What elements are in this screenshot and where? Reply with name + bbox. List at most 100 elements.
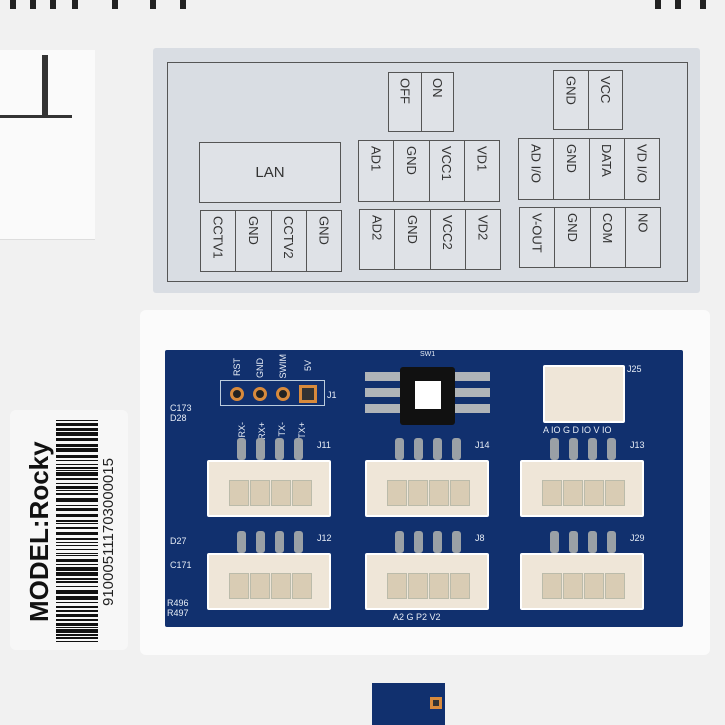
barcode-bar [56, 467, 98, 469]
ref-label: C173 [170, 403, 192, 413]
pin-label: RX- [237, 422, 247, 438]
barcode-bar [56, 486, 98, 489]
model-text: MODEL:Rocky [24, 441, 54, 623]
barcode-bar [56, 478, 98, 480]
pin-label: 5V [303, 360, 313, 372]
barcode-bar [56, 493, 98, 495]
barcode-bar [56, 634, 98, 636]
pin-label: TX+ [297, 422, 307, 439]
ref-label: R496 [167, 598, 189, 608]
pin-label: A2 G P2 V2 [393, 612, 441, 622]
connector-j14 [365, 460, 489, 517]
connector-pin [433, 438, 442, 460]
connector-pin [395, 531, 404, 553]
connector-pin [607, 531, 616, 553]
barcode-bar [56, 483, 98, 484]
ref-label: J25 [627, 364, 642, 374]
barcode-bar [56, 505, 98, 506]
barcode-bar [56, 498, 98, 502]
barcode-bar [56, 641, 98, 642]
barcode-bar [56, 490, 98, 491]
connector-pin [237, 438, 246, 460]
barcode-bar [56, 508, 98, 511]
barcode-bar [56, 448, 98, 452]
connector-pin [256, 438, 265, 460]
connector-j11 [207, 460, 331, 517]
dip-switch [400, 367, 455, 425]
ref-label: R497 [167, 608, 189, 618]
barcode-bar [56, 581, 98, 583]
barcode-bar [56, 590, 98, 594]
barcode-bar [56, 520, 98, 522]
barcode-bar [56, 564, 98, 565]
barcode-bar [56, 532, 98, 535]
ref-label: D27 [170, 536, 187, 546]
circuit-board: RST GND SWIM 5V J1 SW1 RX- RX+ TX- TX+ A… [165, 350, 683, 627]
j1-header [220, 380, 325, 406]
connector-pin [294, 531, 303, 553]
barcode-bar [56, 455, 98, 458]
switch-leads [455, 372, 490, 416]
ref-label: D28 [170, 413, 187, 423]
connector-pin [569, 438, 578, 460]
serial-number: 910005111703000015 [100, 458, 117, 607]
barcode-bar [56, 623, 98, 626]
connector-pin [550, 531, 559, 553]
header-pin [230, 387, 244, 401]
connector-pin [395, 438, 404, 460]
barcode-bar [56, 596, 98, 600]
model-sticker: MODEL:Rocky 910005111703000015 [10, 410, 128, 650]
ref-label: C171 [170, 560, 192, 570]
barcode-bar [56, 527, 98, 529]
wiring-label-border [167, 62, 688, 282]
lower-pad [430, 697, 442, 709]
switch-leads [365, 372, 400, 416]
barcode [56, 420, 98, 645]
connector-pin [275, 438, 284, 460]
pin-label: A IO G D IO V IO [543, 425, 612, 435]
connector-pin [550, 438, 559, 460]
barcode-bar [56, 545, 98, 546]
barcode-bar [56, 438, 98, 441]
header-pin [276, 387, 290, 401]
barcode-bar [56, 420, 98, 421]
connector-pin [452, 438, 461, 460]
pin-label: TX- [277, 422, 287, 437]
barcode-bar [56, 602, 98, 603]
connector-pin [452, 531, 461, 553]
barcode-bar [56, 460, 98, 461]
bracket-line [0, 115, 72, 118]
barcode-bar [56, 555, 98, 556]
barcode-bar [56, 619, 98, 621]
barcode-bar [56, 614, 98, 617]
header-pin [253, 387, 267, 401]
ref-label: J1 [327, 390, 337, 400]
connector-j29 [520, 553, 644, 610]
barcode-bar [56, 470, 98, 471]
lan-label: LAN [199, 142, 341, 203]
connector-j13 [520, 460, 644, 517]
barcode-bar [56, 627, 98, 628]
barcode-bar [56, 629, 98, 633]
barcode-bar [56, 432, 98, 436]
barcode-bar [56, 586, 98, 587]
connector-pin [569, 531, 578, 553]
barcode-bar [56, 549, 98, 550]
connector-pin [433, 531, 442, 553]
barcode-bar [56, 523, 98, 524]
connector-pin [256, 531, 265, 553]
barcode-bar [56, 572, 98, 576]
barcode-bar [56, 553, 98, 554]
barcode-bar [56, 610, 98, 612]
barcode-bar [56, 578, 98, 580]
barcode-bar [56, 464, 98, 465]
barcode-bar [56, 514, 98, 517]
barcode-bar [56, 472, 98, 476]
pin-label: SWIM [278, 354, 288, 379]
ref-label: J29 [630, 533, 645, 543]
ref-label: J14 [475, 440, 490, 450]
